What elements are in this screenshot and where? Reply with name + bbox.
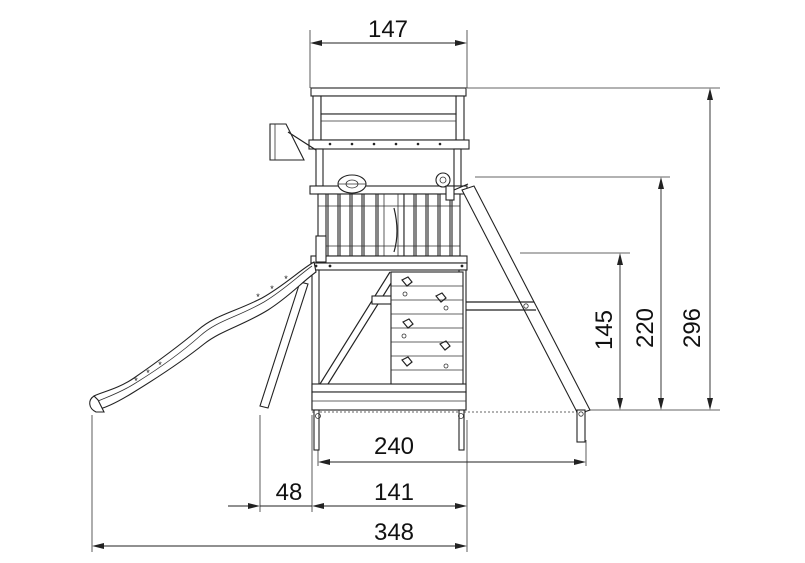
- swing-leg: [461, 185, 591, 443]
- telescope: [435, 172, 469, 201]
- svg-text:*: *: [284, 274, 288, 284]
- svg-text:*: *: [146, 368, 150, 378]
- steering-wheel: [337, 174, 367, 194]
- slide-connector: [315, 235, 327, 263]
- deck-floor: [310, 255, 468, 271]
- dim-base-width: 240: [374, 433, 414, 460]
- slide-stars: * * * * * *: [134, 274, 288, 386]
- dim-frame-width: 141: [374, 479, 414, 506]
- svg-text:*: *: [256, 292, 260, 302]
- dim-overall-width: 348: [374, 519, 414, 546]
- ground-legs: [313, 409, 465, 451]
- climbing-holds: [401, 276, 451, 369]
- inner-braces: [319, 271, 399, 385]
- svg-text:*: *: [134, 376, 138, 386]
- roof-bolts: [328, 142, 442, 146]
- svg-text:*: *: [270, 284, 274, 294]
- dim-slide-offset: 48: [276, 479, 303, 506]
- dim-height-mid: 145: [591, 310, 618, 350]
- climbing-wall: [390, 271, 464, 385]
- deck-railing: [309, 185, 468, 257]
- slide: * * * * * *: [89, 261, 317, 413]
- flag-panel: [269, 123, 317, 161]
- dimension-lines: [91, 30, 720, 552]
- roof: [308, 87, 470, 150]
- svg-text:*: *: [158, 360, 162, 370]
- dim-height-total: 296: [679, 308, 706, 348]
- dim-height-deck: 220: [632, 308, 659, 348]
- dim-top-width: 147: [368, 16, 408, 43]
